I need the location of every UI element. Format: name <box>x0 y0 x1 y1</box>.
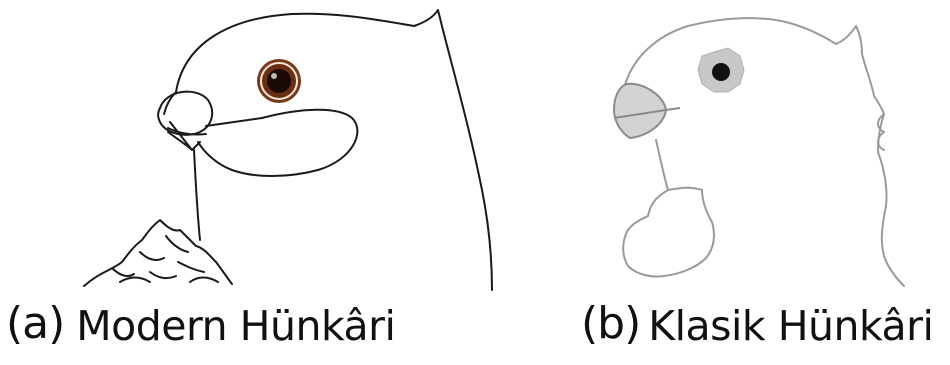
head-outline-a <box>176 10 492 290</box>
cheek-bulge-a <box>198 110 357 176</box>
eye-b <box>698 48 744 92</box>
beak-b <box>614 84 680 138</box>
cere-a <box>158 92 212 135</box>
head-outline-b <box>624 18 904 286</box>
modern-pigeon-head <box>84 10 492 290</box>
eye-a <box>257 59 301 103</box>
caption-classic: (b) Klasik Hünkâri <box>581 298 933 358</box>
gape-line-a <box>206 118 262 126</box>
panel-label-b: Klasik Hünkâri <box>648 298 933 354</box>
caption-modern: (a) Modern Hünkâri <box>6 298 395 358</box>
panel-tag-a: (a) <box>6 298 64 350</box>
front-line-b <box>623 140 714 277</box>
panel-label-a: Modern Hünkâri <box>76 298 395 354</box>
throat-line-a <box>194 150 200 240</box>
classic-pigeon-head <box>623 18 904 286</box>
feather-tuft-a <box>84 220 232 286</box>
panel-tag-b: (b) <box>581 298 640 350</box>
